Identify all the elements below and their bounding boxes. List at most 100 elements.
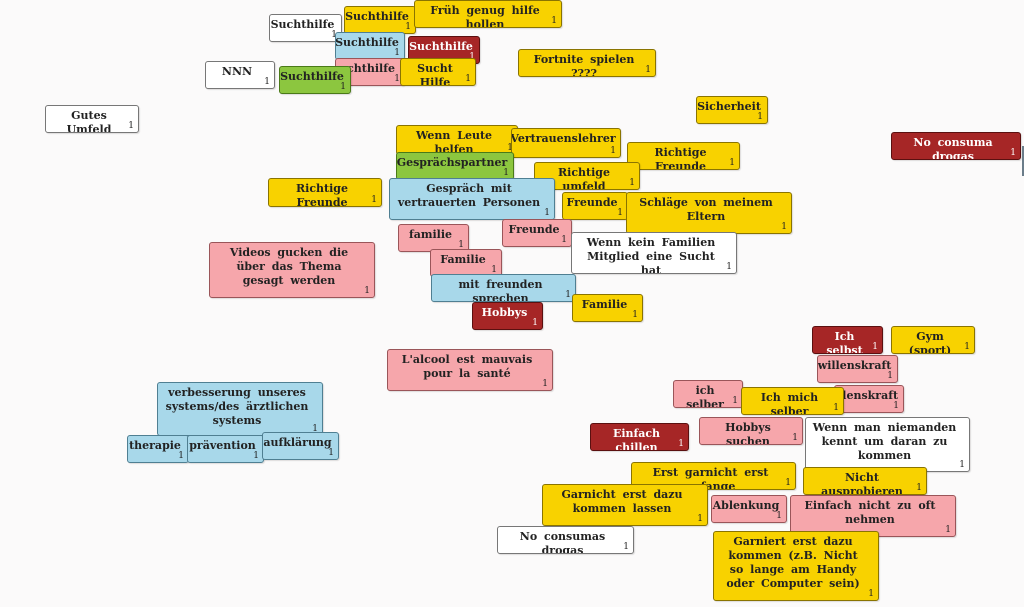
sticky-note-wenn-man-niemanden-kennt-um-daran-zu-kom[interactable]: Wenn man niemanden kennt um daran zu kom… [805, 417, 970, 472]
note-text: uchthilfe [339, 62, 395, 75]
note-text: Gutes Umfeld [66, 109, 112, 133]
sticky-note-gutes-umfeld[interactable]: Gutes Umfeld 1 [45, 105, 139, 133]
note-text: Wenn man niemanden kennt um daran zu kom… [812, 421, 957, 462]
sticky-note-wenn-leute-helfen[interactable]: Wenn Leute helfen1 [396, 125, 518, 155]
vote-count: 1 [792, 433, 798, 443]
note-text: familie [408, 228, 453, 241]
note-text: Hobbys [481, 306, 528, 319]
vote-count: 1 [645, 65, 651, 75]
note-text: Sucht Hilfe [417, 62, 453, 86]
note-text: willenskraft [817, 359, 892, 372]
note-text: mit freunden sprechen [458, 278, 543, 302]
vote-count: 1 [264, 77, 270, 87]
vote-count: 1 [757, 112, 763, 122]
sticky-note-gym-sport[interactable]: Gym (sport) 1 [891, 326, 975, 354]
vote-count: 1 [542, 379, 548, 389]
vote-count: 1 [491, 265, 497, 275]
vote-count: 1 [331, 30, 337, 40]
note-text: Erst garnicht erst anfange [652, 466, 769, 490]
note-text: Ablenkung [712, 499, 780, 512]
note-text: Gym (sport) [908, 330, 952, 354]
note-text: Familie [581, 298, 628, 311]
note-text: verbesserung unseres systems/des ärztlic… [165, 386, 309, 427]
vote-count: 1 [532, 318, 538, 328]
scrollbar-edge[interactable] [1022, 146, 1024, 176]
sticky-note-fortnite-spielen[interactable]: Fortnite spielen ????1 [518, 49, 656, 77]
note-text: L'alcool est mauvais pour la santé [401, 353, 533, 380]
vote-count: 1 [629, 178, 635, 188]
note-text: Richtige Freunde [654, 146, 707, 170]
vote-count: 1 [617, 208, 623, 218]
note-text: Suchthilfe [270, 18, 335, 31]
note-text: No consuma drogas [913, 136, 993, 160]
vote-count: 1 [964, 342, 970, 352]
note-text: Sicherheit [697, 100, 761, 113]
sticky-note-garniert-erst-dazu-kommen-z-b-nicht-so-l[interactable]: Garniert erst dazu kommen (z.B. Nicht so… [713, 531, 879, 601]
sticky-note-mit-freunden-sprechen[interactable]: mit freunden sprechen 1 [431, 274, 576, 302]
vote-count: 1 [469, 52, 475, 62]
sticky-note-familie[interactable]: Familie 1 [430, 249, 502, 277]
note-text: Einfach chillen [612, 427, 661, 451]
vote-count: 1 [887, 371, 893, 381]
vote-count: 1 [610, 146, 616, 156]
note-text: Schläge von meinem Eltern [639, 196, 773, 223]
sticky-note-sucht-hilfe[interactable]: Sucht Hilfe 1 [400, 58, 476, 86]
note-text: Nicht ausprobieren [821, 471, 903, 495]
note-text: Gesprächspartner [396, 156, 508, 169]
note-text: Wenn Leute helfen [415, 129, 493, 155]
vote-count: 1 [364, 286, 370, 296]
sticky-note-hobbys[interactable]: Hobbys 1 [472, 302, 543, 330]
note-text: Wenn kein Familien Mitglied eine Sucht h… [586, 236, 716, 274]
vote-count: 1 [128, 121, 134, 131]
note-text: Familie [440, 253, 486, 266]
vote-count: 1 [565, 290, 571, 300]
vote-count: 1 [561, 235, 567, 245]
vote-count: 1 [465, 74, 471, 84]
sticky-note-wenn-kein-familien-mitglied-eine-sucht-h[interactable]: Wenn kein Familien Mitglied eine Sucht h… [571, 232, 737, 274]
sticky-note-l-alcool-est-mauvais-pour-la-sante[interactable]: L'alcool est mauvais pour la santé 1 [387, 349, 553, 391]
vote-count: 1 [726, 262, 732, 272]
note-text: Suchthilfe [280, 70, 344, 83]
sticky-note-videos-gucken-die-uber-das-thema-gesagt-[interactable]: Videos gucken die über das Thema gesagt … [209, 242, 375, 298]
vote-count: 1 [697, 514, 703, 524]
note-text: Ich selbst [826, 330, 863, 354]
vote-count: 1 [959, 460, 965, 470]
vote-count: 1 [394, 48, 400, 58]
sticky-note-verbesserung-unseres-systems-des-arztlic[interactable]: verbesserung unseres systems/des ärztlic… [157, 382, 323, 436]
vote-count: 1 [893, 401, 899, 411]
